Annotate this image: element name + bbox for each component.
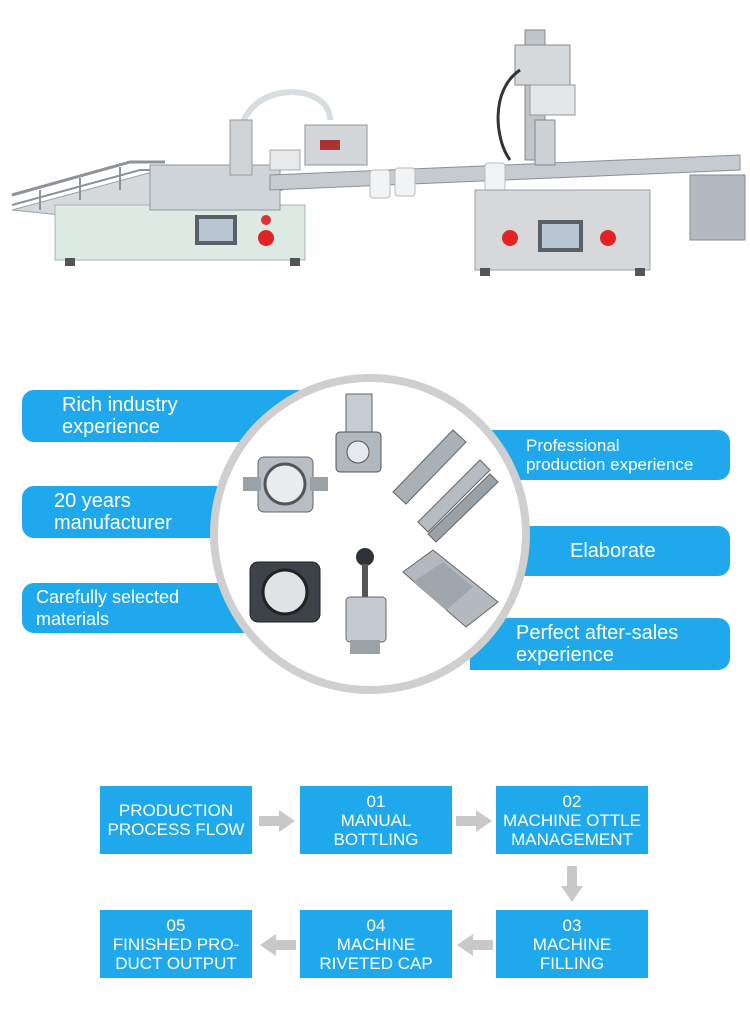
step-label: MACHINE RIVETED CAP — [319, 934, 433, 973]
flow-step-04: 04 MACHINE RIVETED CAP — [300, 910, 452, 978]
aluminum-plate-part — [402, 549, 499, 628]
machine-parts-image — [243, 393, 499, 654]
piston-valve-part — [335, 393, 382, 473]
arrow-left-icon — [260, 934, 296, 956]
feature-label: Carefully selected materials — [36, 587, 180, 629]
guide-rail-part — [392, 429, 499, 543]
arrow-left-icon — [457, 934, 493, 956]
step-number: 04 — [366, 915, 386, 935]
flow-title-box: PRODUCTION PROCESS FLOW — [100, 786, 252, 854]
arrow-down-icon — [561, 866, 583, 902]
flow-title: PRODUCTION PROCESS FLOW — [107, 801, 245, 839]
flow-step-05: 05 FINISHED PRO- DUCT OUTPUT — [100, 910, 252, 978]
arrow-right-icon — [456, 810, 492, 832]
step-number: 05 — [166, 915, 186, 935]
conveyor-belt — [269, 154, 746, 241]
feature-label: 20 years manufacturer — [54, 490, 172, 534]
feature-after-sales: Perfect after-sales experience — [470, 618, 730, 670]
capping-machine-base — [474, 189, 651, 276]
step-number: 02 — [562, 791, 582, 811]
step-number: 01 — [366, 791, 386, 811]
feature-label: Professional production experience — [526, 436, 694, 474]
feature-label: Rich industry experience — [62, 394, 178, 438]
sight-glass-part — [249, 561, 321, 623]
feature-production-experience: Professional production experience — [480, 430, 730, 480]
feature-elaborate: Elaborate — [520, 526, 730, 576]
step-label: FINISHED PRO- DUCT OUTPUT — [112, 934, 240, 973]
cross-valve-part — [243, 456, 328, 513]
arrow-right-icon — [259, 810, 295, 832]
feature-label: Elaborate — [570, 540, 656, 562]
capping-head — [496, 29, 576, 166]
filling-head — [229, 89, 368, 176]
filling-machine-base — [54, 164, 306, 266]
step-label: MACHINE OTTLE MANAGEMENT — [503, 810, 641, 849]
step-label: MANUAL BOTTLING — [333, 810, 419, 849]
filling-nozzle-part — [345, 548, 387, 654]
step-label: MACHINE FILLING — [532, 934, 612, 973]
step-number: 03 — [562, 915, 582, 935]
machine-product-image — [11, 29, 746, 276]
parts-showcase — [218, 382, 522, 686]
feature-label: Perfect after-sales experience — [516, 622, 679, 666]
flow-step-02: 02 MACHINE OTTLE MANAGEMENT — [496, 786, 648, 854]
flow-step-03: 03 MACHINE FILLING — [496, 910, 648, 978]
flow-step-01: 01 MANUAL BOTTLING — [300, 786, 452, 854]
